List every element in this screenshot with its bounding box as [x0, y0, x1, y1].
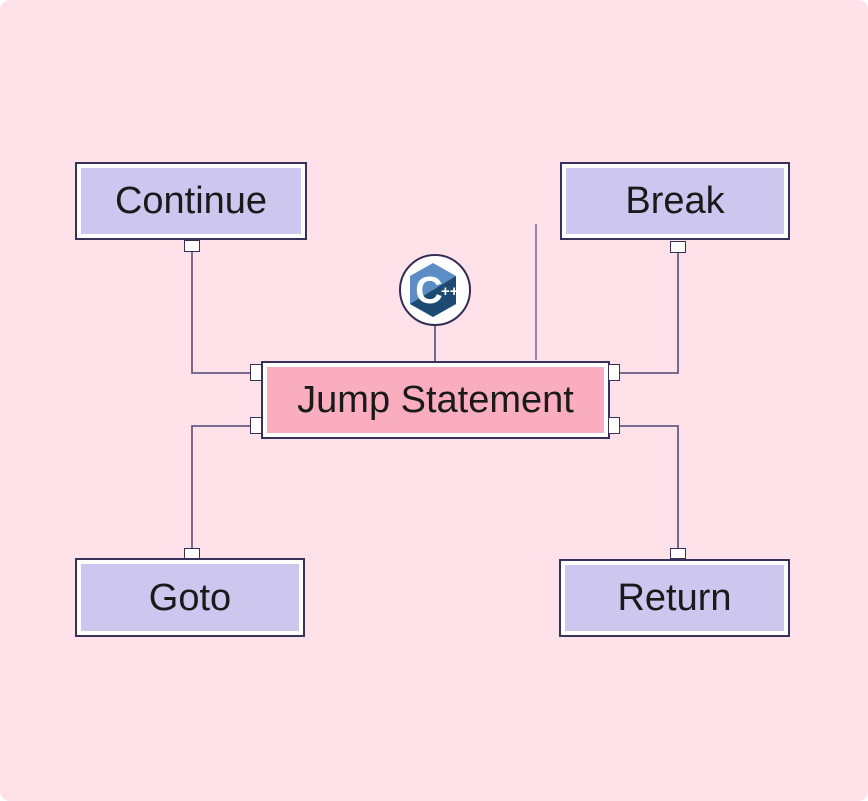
node-continue-core: Continue — [81, 168, 301, 234]
port-break-bottom — [670, 241, 686, 253]
cpp-logo-letter: C — [415, 270, 442, 312]
port-jump-right-bottom — [608, 417, 620, 434]
node-jump-statement: Jump Statement — [261, 361, 610, 439]
wire-goto-jump — [191, 425, 252, 548]
port-return-top — [670, 548, 686, 559]
node-goto: Goto — [75, 558, 305, 637]
node-return-core: Return — [565, 565, 784, 631]
cpp-logo-badge: C ++ — [399, 254, 471, 326]
node-break-core: Break — [566, 168, 784, 234]
node-jump-statement-label: Jump Statement — [297, 379, 574, 421]
node-break-label: Break — [625, 180, 725, 222]
node-break: Break — [560, 162, 790, 240]
port-jump-left-top — [250, 364, 262, 381]
wire-continue-jump — [191, 252, 250, 374]
port-jump-left-bottom — [250, 417, 262, 434]
node-continue-label: Continue — [114, 180, 268, 222]
node-goto-core: Goto — [81, 564, 299, 631]
port-goto-top — [184, 548, 200, 559]
port-continue-bottom — [184, 240, 200, 252]
port-jump-right-top — [608, 364, 620, 381]
node-return: Return — [559, 559, 790, 637]
cpp-logo-plusplus: ++ — [441, 283, 459, 300]
wire-return-jump — [620, 425, 679, 548]
node-return-label: Return — [617, 577, 732, 619]
node-jump-statement-core: Jump Statement — [267, 367, 604, 433]
node-goto-label: Goto — [148, 576, 232, 619]
wire-break-jump — [620, 253, 679, 374]
node-continue: Continue — [75, 162, 307, 240]
cpp-logo-icon: C ++ — [410, 263, 459, 317]
cpp-hexagon-dark — [410, 276, 456, 317]
